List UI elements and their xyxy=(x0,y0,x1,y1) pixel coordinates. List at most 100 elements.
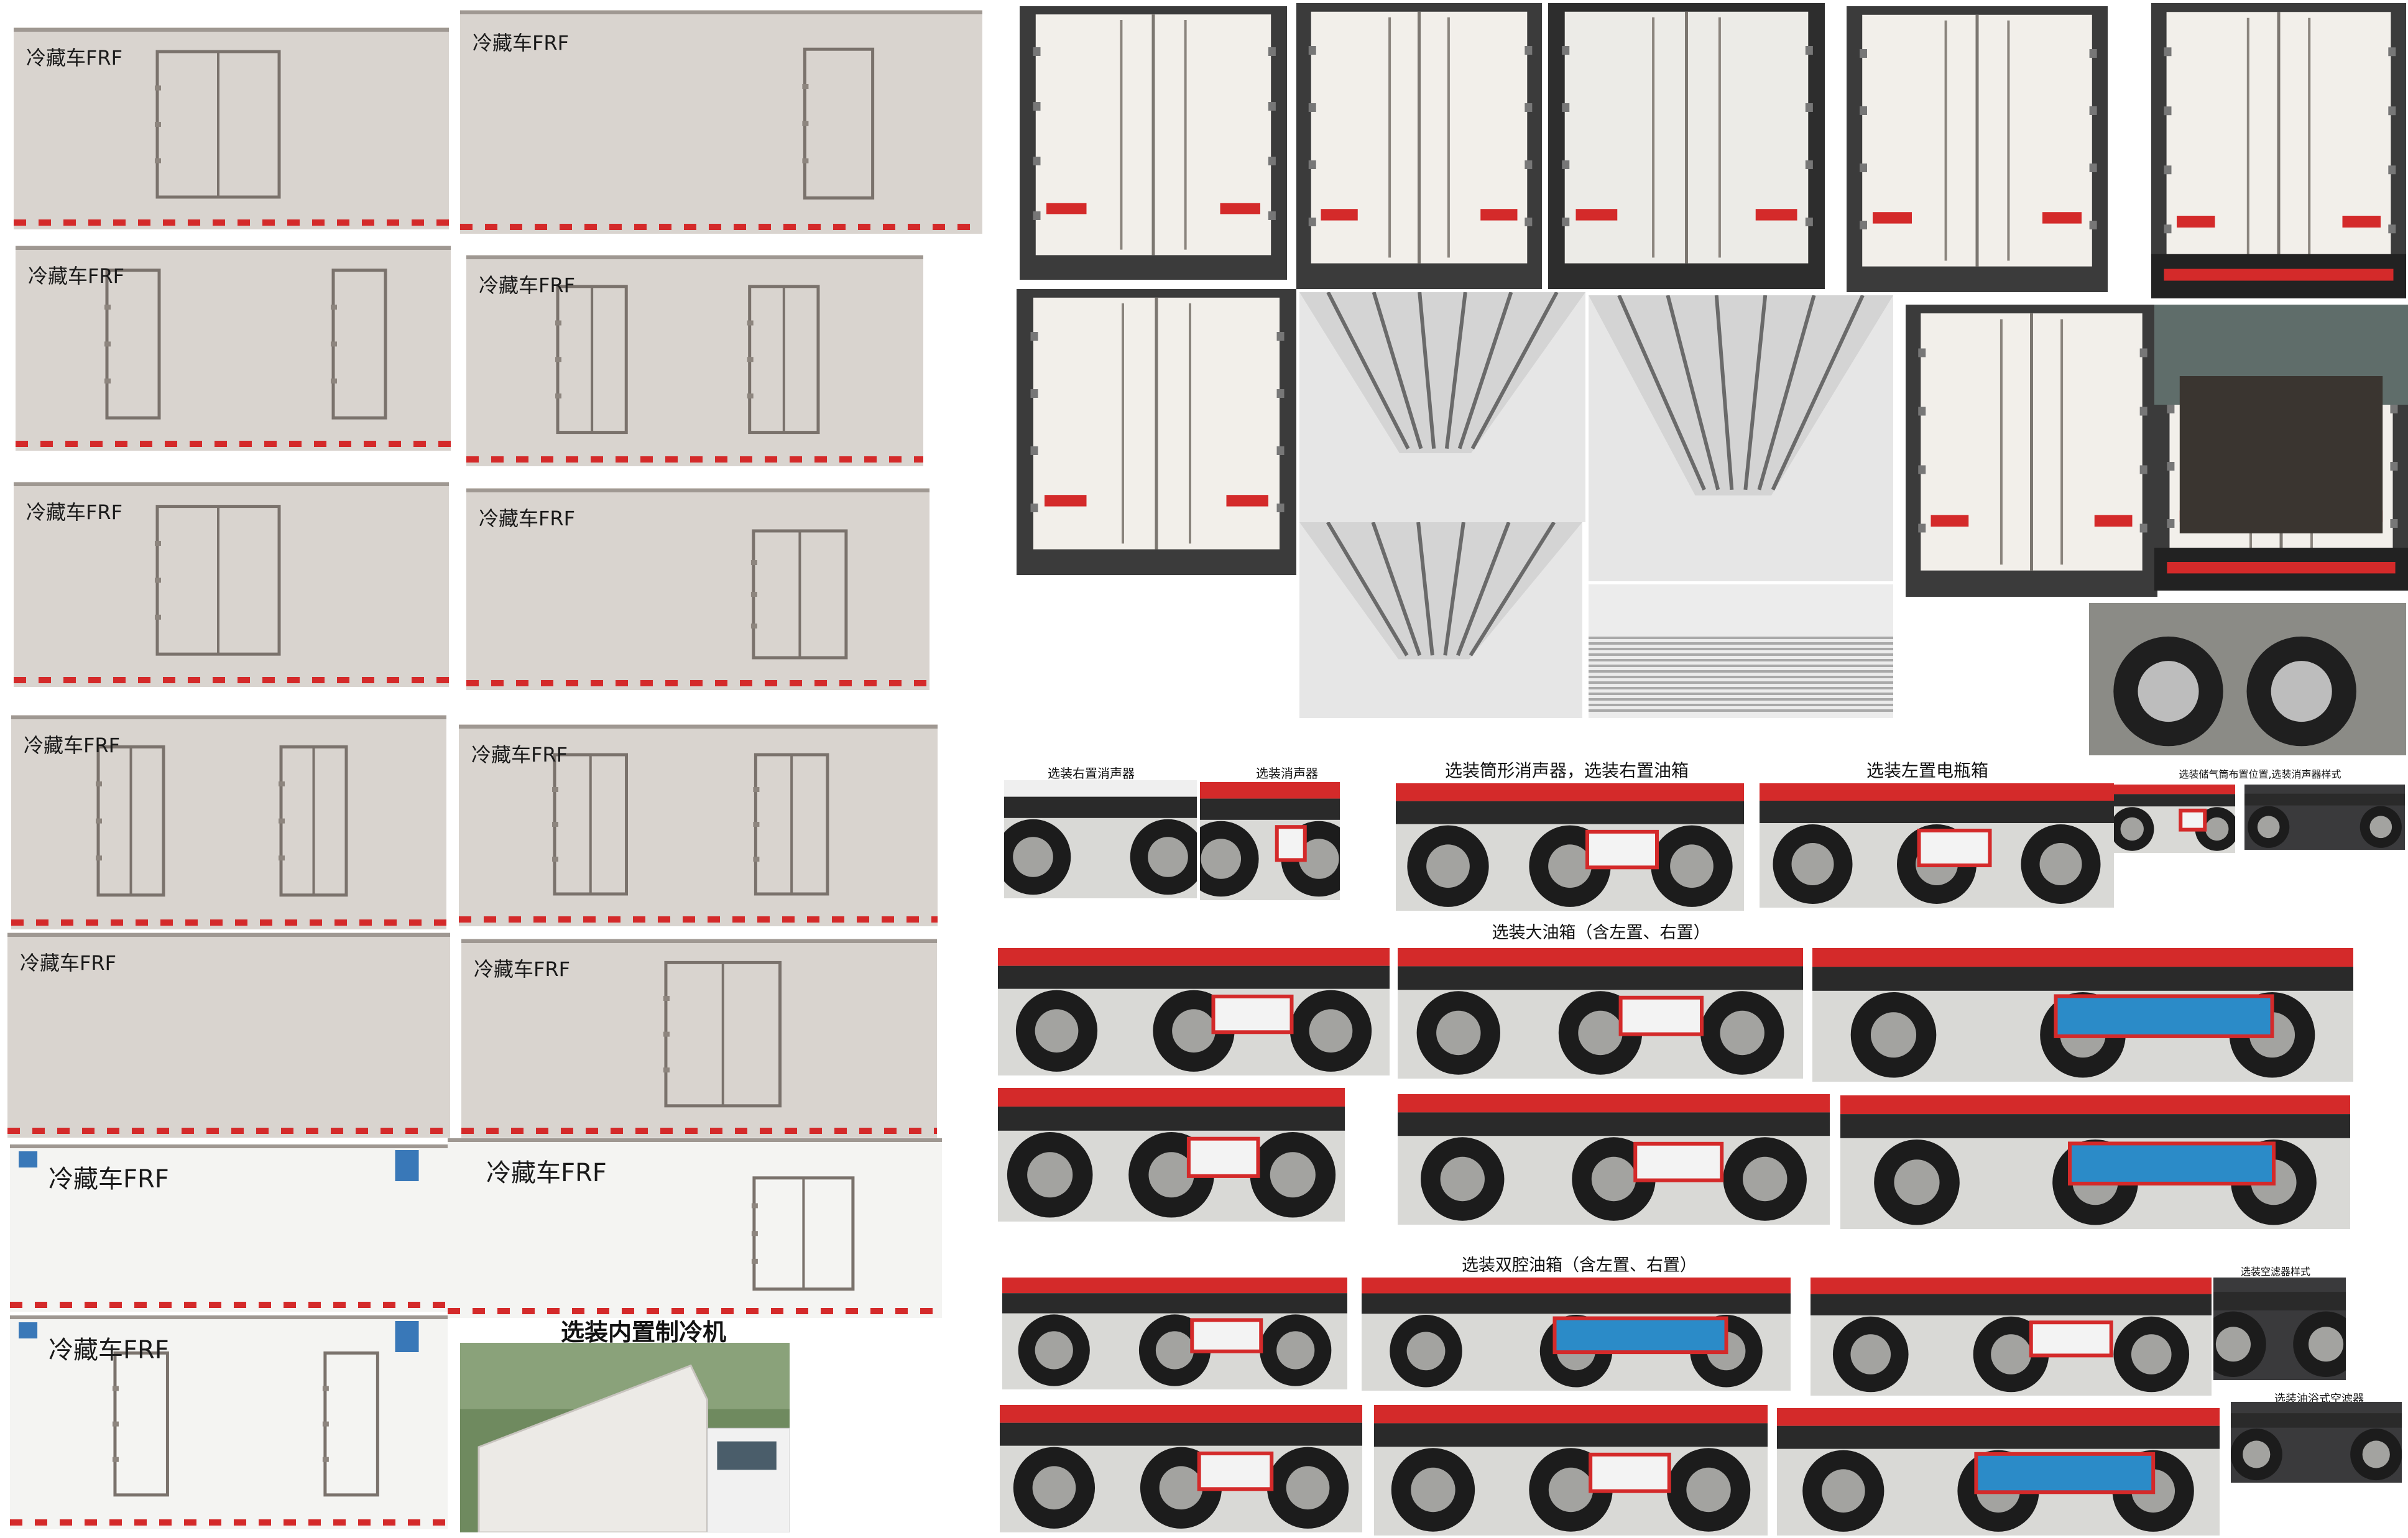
hinge xyxy=(1033,47,1041,56)
logo-badge xyxy=(395,1321,419,1352)
reflective-strip xyxy=(759,224,771,230)
meat-hook-rail xyxy=(1469,522,1556,656)
reflective-strip xyxy=(11,919,24,926)
chassis-frame xyxy=(1374,1423,1768,1447)
reflective-strip xyxy=(188,219,200,226)
reflective-strip xyxy=(909,1128,921,1134)
box-label: 冷藏车FRF xyxy=(26,500,123,524)
side-view-9: 冷藏车FRF xyxy=(7,932,450,1138)
hinge xyxy=(2390,462,2398,471)
wheel-rim xyxy=(2257,816,2280,839)
reflective-strip xyxy=(430,1128,443,1134)
reflective-strip xyxy=(109,1519,122,1526)
caption-right-muffler: 选装右置消声器 xyxy=(1048,766,1135,781)
wheel-rim xyxy=(1670,844,1714,888)
reflective-strip xyxy=(473,1308,485,1314)
chassis-view-6-drawing xyxy=(2244,785,2405,850)
reflective-strip xyxy=(281,1128,293,1134)
hinge xyxy=(1030,504,1038,512)
reflective-strip xyxy=(859,1128,872,1134)
reflective-strip xyxy=(85,1302,97,1308)
reflective-strip xyxy=(491,680,504,686)
door-hinge xyxy=(322,1421,329,1427)
reflective-strip xyxy=(284,1302,296,1308)
wheel-rim xyxy=(1791,843,1834,885)
door-hinge xyxy=(331,305,337,310)
chassis-view-14-drawing xyxy=(1362,1278,1791,1391)
door-hinge xyxy=(96,781,102,786)
reflective-strip xyxy=(846,1308,858,1314)
reflector xyxy=(1931,515,1969,527)
reflective-strip xyxy=(597,1308,609,1314)
reflector xyxy=(2177,216,2215,228)
reflective-strip xyxy=(684,224,696,230)
hinge xyxy=(1033,102,1041,111)
reflective-strip xyxy=(522,1308,535,1314)
red-box-skirt xyxy=(2114,785,2235,794)
reflective-strip xyxy=(436,219,449,226)
fuel-tank xyxy=(1186,1136,1260,1178)
wheel-rim xyxy=(1578,1010,1623,1056)
reflective-strip xyxy=(32,1128,45,1134)
rear-view-8 xyxy=(1589,295,1893,581)
reflective-strip xyxy=(39,677,51,683)
reflective-strip xyxy=(387,219,399,226)
reflective-strip xyxy=(39,219,51,226)
reflective-strip xyxy=(165,441,177,447)
caption-muffler: 选装消声器 xyxy=(1256,766,1318,781)
door-hinge xyxy=(331,341,337,347)
door-hinge xyxy=(750,592,757,597)
reflective-strip xyxy=(412,219,424,226)
reflector xyxy=(1873,212,1912,224)
reflector xyxy=(2042,212,2082,224)
door-hinge xyxy=(555,393,561,398)
box-panel xyxy=(7,932,450,1138)
reflective-strip xyxy=(157,1128,169,1134)
door-hinge xyxy=(155,85,161,91)
reflective-strip xyxy=(547,1308,560,1314)
wheel-rim xyxy=(1172,1009,1216,1053)
reflective-strip xyxy=(209,1519,221,1526)
reflective-strip xyxy=(61,919,73,926)
side-view-6-drawing xyxy=(466,488,930,690)
reflective-strip xyxy=(647,1308,659,1314)
box-label: 冷藏车FRF xyxy=(20,951,117,975)
reflective-strip xyxy=(785,1128,797,1134)
door-hinge xyxy=(331,378,337,384)
reflective-strip xyxy=(362,219,374,226)
fuel-tank xyxy=(1917,829,1992,867)
reflective-strip xyxy=(491,456,504,463)
reflective-strip xyxy=(895,1308,908,1314)
red-box-skirt xyxy=(998,1088,1345,1107)
door-hinge xyxy=(279,781,285,786)
wheel-rim xyxy=(1201,839,1242,879)
wheel-rim xyxy=(1548,1467,1594,1513)
reflective-strip xyxy=(312,219,325,226)
meat-hook-rail xyxy=(1457,292,1513,449)
side-view-13-drawing xyxy=(10,1315,448,1529)
meat-hook-rail xyxy=(1666,295,1720,490)
reflective-strip xyxy=(560,224,572,230)
reflective-strip xyxy=(10,1302,22,1308)
reflective-strip xyxy=(709,224,721,230)
chassis-frame xyxy=(1002,1293,1347,1314)
hinge xyxy=(1525,160,1533,169)
reflective-strip xyxy=(383,1519,395,1526)
reflective-strip xyxy=(721,1308,734,1314)
rear-view-7-drawing xyxy=(1299,292,1585,522)
hinge xyxy=(2164,165,2172,175)
wheel-rim xyxy=(1548,844,1592,888)
door-hinge xyxy=(663,1031,670,1037)
reflective-strip xyxy=(358,1519,371,1526)
chassis-frame xyxy=(1812,967,2353,991)
rear-view-3-drawing xyxy=(1548,3,1825,289)
reflective-strip xyxy=(85,1519,97,1526)
reflective-strip xyxy=(160,919,173,926)
fuel-tank xyxy=(2068,1141,2276,1186)
reflective-strip xyxy=(790,456,802,463)
logo-badge xyxy=(19,1151,38,1167)
wheel-rim xyxy=(1436,1010,1481,1056)
side-view-11: 冷藏车FRF xyxy=(10,1144,448,1312)
reflective-strip xyxy=(833,224,846,230)
hinge xyxy=(2390,519,2398,528)
